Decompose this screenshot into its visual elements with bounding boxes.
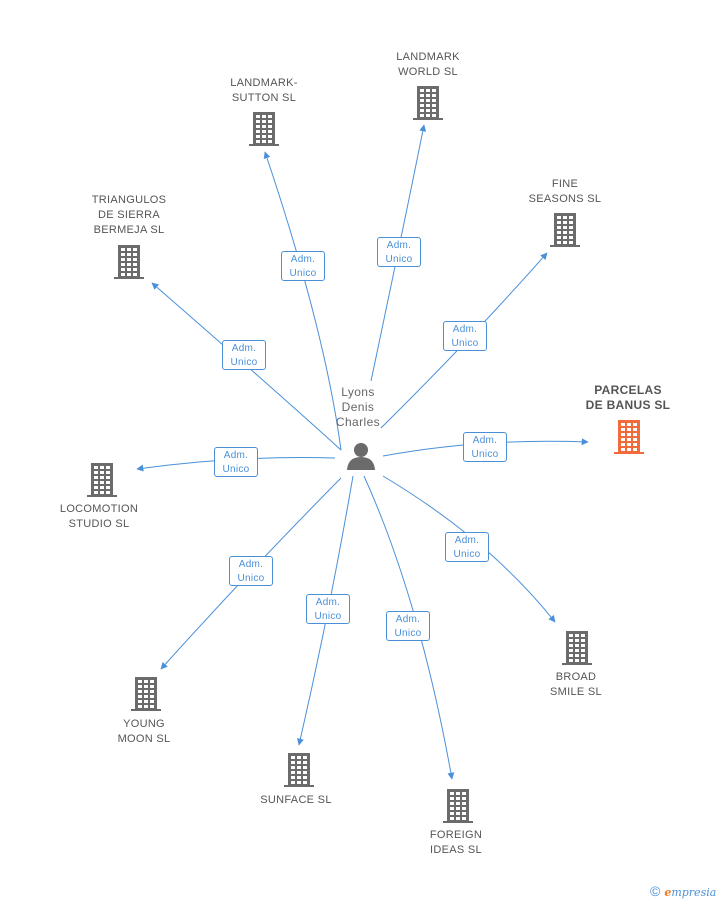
company-name-broad-smile[interactable]: BROAD SMILE SL bbox=[550, 671, 602, 698]
building-icon-triangulos[interactable] bbox=[114, 245, 144, 279]
person-name[interactable]: Lyons Denis Charles bbox=[335, 385, 381, 429]
role-badge-sunface[interactable]: Adm. Unico bbox=[306, 594, 350, 624]
role-badge-young-moon[interactable]: Adm. Unico bbox=[229, 556, 273, 586]
company-name-sunface[interactable]: SUNFACE SL bbox=[260, 794, 332, 806]
company-name-fine-seasons[interactable]: FINE SEASONS SL bbox=[528, 178, 602, 205]
building-icon-locomotion[interactable] bbox=[87, 463, 117, 497]
building-icon-broad-smile[interactable] bbox=[562, 631, 592, 665]
edge-landmark-world bbox=[370, 124, 427, 382]
building-icon-parcelas[interactable] bbox=[614, 420, 644, 454]
role-badge-parcelas[interactable]: Adm. Unico bbox=[463, 432, 507, 462]
building-icon-fine-seasons[interactable] bbox=[550, 213, 580, 247]
building-icon-sunface[interactable] bbox=[284, 753, 314, 787]
building-icon-landmark-sutton[interactable] bbox=[249, 112, 279, 146]
role-badge-fine-seasons[interactable]: Adm. Unico bbox=[443, 321, 487, 351]
role-badge-locomotion[interactable]: Adm. Unico bbox=[214, 447, 258, 477]
role-badge-foreign-ideas[interactable]: Adm. Unico bbox=[386, 611, 430, 641]
role-badge-triangulos[interactable]: Adm. Unico bbox=[222, 340, 266, 370]
role-badge-broad-smile[interactable]: Adm. Unico bbox=[445, 532, 489, 562]
company-name-young-moon[interactable]: YOUNG MOON SL bbox=[117, 718, 171, 745]
role-badge-landmark-sutton[interactable]: Adm. Unico bbox=[281, 251, 325, 281]
building-icon-foreign-ideas[interactable] bbox=[443, 789, 473, 823]
building-icon-young-moon[interactable] bbox=[131, 677, 161, 711]
role-badge-landmark-world[interactable]: Adm. Unico bbox=[377, 237, 421, 267]
person-icon[interactable] bbox=[347, 443, 375, 470]
company-name-landmark-world[interactable]: LANDMARK WORLD SL bbox=[396, 51, 460, 78]
company-name-foreign-ideas[interactable]: FOREIGN IDEAS SL bbox=[429, 829, 483, 856]
brand-name: mpresia bbox=[671, 886, 717, 899]
company-name-landmark-sutton[interactable]: LANDMARK- SUTTON SL bbox=[230, 77, 298, 104]
edge-triangulos bbox=[151, 282, 342, 451]
edge-landmark-sutton bbox=[263, 151, 342, 451]
brand-watermark: ©empresia bbox=[650, 883, 716, 899]
company-name-parcelas[interactable]: PARCELAS DE BANUS SL bbox=[585, 383, 671, 412]
company-name-locomotion[interactable]: LOCOMOTION STUDIO SL bbox=[59, 503, 139, 530]
copyright-icon: © bbox=[650, 883, 661, 899]
building-icon-landmark-world[interactable] bbox=[413, 86, 443, 120]
company-name-triangulos[interactable]: TRIANGULOS DE SIERRA BERMEJA SL bbox=[91, 194, 167, 236]
brand-logo-letter: e bbox=[664, 886, 672, 899]
